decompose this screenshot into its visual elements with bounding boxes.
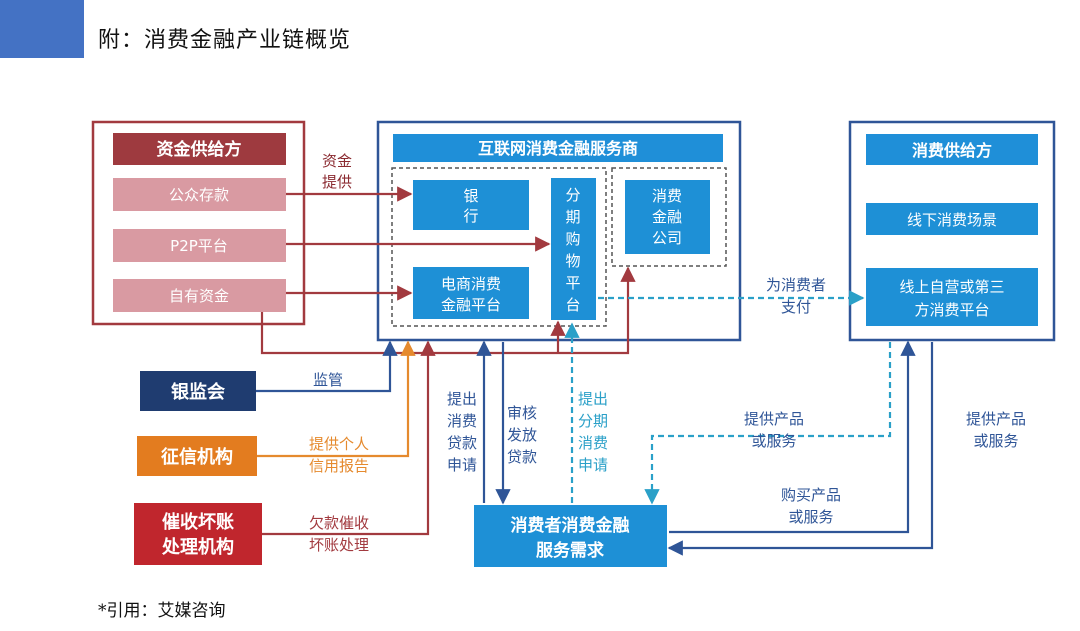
source-citation: *引用：艾媒咨询 (98, 601, 226, 621)
label-provide-mid-1: 提供产品 (744, 410, 804, 428)
installment-platform-box (551, 178, 596, 320)
ecommerce-label-1: 电商消费 (441, 275, 501, 293)
arrow-cbrc-supervise (256, 340, 398, 393)
label-inst-apply-4: 申请 (578, 456, 608, 474)
installment-char-2: 期 (565, 208, 580, 226)
label-inst-apply-1: 提出 (578, 390, 608, 408)
funds-supplier-title: 资金供给方 (157, 139, 242, 160)
label-credit-1: 提供个人 (309, 435, 369, 453)
own-funds-label: 自有资金 (169, 287, 229, 305)
regulator-boxes: 银监会 征信机构 催收坏账 处理机构 (134, 371, 262, 565)
label-buy-1: 购买产品 (781, 486, 841, 504)
service-provider-title: 互联网消费金融服务商 (478, 139, 638, 158)
bank-box (413, 180, 529, 230)
cbrc-box (140, 371, 256, 411)
cf-company-label-2: 金融 (652, 208, 682, 226)
label-review-1: 审核 (507, 404, 537, 422)
consumption-supplier-group: 消费供给方 线下消费场景 线上自营或第三 方消费平台 (848, 120, 1056, 342)
consumer-finance-dashed-group (611, 167, 727, 267)
p2p-platform-box (113, 229, 286, 262)
public-deposit-box (113, 178, 286, 211)
label-pay-1: 为消费者 (766, 276, 826, 294)
collection-label-2: 处理机构 (161, 536, 234, 558)
label-funds-2: 提供 (322, 173, 352, 191)
arrow-collection (262, 340, 436, 536)
title-accent-bar (0, 0, 84, 58)
collection-label-1: 催收坏账 (162, 511, 234, 533)
arrow-buy-products (669, 340, 916, 534)
label-inst-apply-2: 分期 (578, 412, 608, 430)
installment-char-3: 购 (565, 230, 580, 248)
offline-scene-box (866, 203, 1038, 235)
public-deposit-label: 公众存款 (169, 186, 229, 204)
online-platform-label-1: 线上自营或第三 (899, 278, 1004, 296)
installment-char-1: 分 (565, 186, 580, 204)
label-review-3: 贷款 (507, 448, 537, 466)
label-inst-apply-3: 消费 (578, 434, 608, 452)
offline-scene-label: 线下消费场景 (907, 211, 997, 229)
label-collect-2: 坏账处理 (309, 536, 369, 554)
label-collect-1: 欠款催收 (309, 514, 369, 532)
consumer-demand-box (474, 505, 667, 567)
funds-supplier-group: 资金供给方 公众存款 P2P平台 自有资金 (91, 120, 306, 326)
label-review-2: 发放 (507, 426, 537, 444)
cf-company-label-3: 公司 (652, 229, 682, 247)
arrow-provide-products (667, 342, 934, 556)
own-funds-box (113, 279, 286, 312)
consumption-supplier-title-box (866, 134, 1038, 165)
label-supervise: 监管 (313, 371, 343, 389)
bank-label-1: 银 (463, 187, 478, 205)
cf-company-label-1: 消费 (652, 187, 682, 205)
consumer-demand-label-2: 服务需求 (536, 540, 604, 561)
label-credit-2: 信用报告 (309, 457, 369, 475)
label-loan-apply-2: 消费 (447, 412, 477, 430)
label-provide-mid-2: 或服务 (751, 432, 796, 450)
collection-agency-box (134, 503, 262, 565)
arrow-credit-report (257, 340, 416, 458)
online-platform-box (866, 268, 1038, 326)
ecommerce-label-2: 金融平台 (441, 296, 501, 314)
label-loan-apply-1: 提出 (447, 390, 477, 408)
connector-arrows (256, 186, 934, 556)
label-provide-right-2: 或服务 (973, 432, 1018, 450)
cbrc-label: 银监会 (171, 381, 225, 403)
label-buy-2: 或服务 (788, 508, 833, 526)
arrow-ownfunds-to-cfcompany (260, 266, 636, 355)
credit-agency-box (137, 436, 257, 476)
label-pay-2: 支付 (781, 298, 811, 316)
p2p-platform-label: P2P平台 (170, 237, 228, 255)
installment-char-4: 物 (565, 252, 580, 270)
consumer-demand-label-1: 消费者消费金融 (511, 515, 630, 536)
label-loan-apply-3: 贷款 (447, 434, 477, 452)
label-loan-apply-4: 申请 (447, 456, 477, 474)
ecommerce-finance-box (413, 267, 529, 319)
installment-char-5: 平 (565, 274, 580, 292)
credit-agency-label: 征信机构 (161, 446, 233, 468)
edge-labels: 资金 提供 为消费者 支付 监管 提供个人 信用报告 欠款催收 坏账处理 提出 … (309, 152, 1026, 554)
label-provide-right-1: 提供产品 (966, 410, 1026, 428)
bank-ecommerce-dashed-group (391, 167, 607, 327)
arrow-provide-products-dashed (644, 342, 892, 505)
installment-char-6: 台 (565, 296, 580, 314)
funds-supplier-title-box (113, 133, 286, 165)
service-provider-title-box (393, 134, 723, 162)
consumption-supplier-title: 消费供给方 (912, 141, 992, 160)
page-title: 附：消费金融产业链概览 (98, 28, 352, 53)
online-platform-label-2: 方消费平台 (914, 301, 989, 319)
label-funds-1: 资金 (322, 152, 352, 170)
bank-label-2: 行 (463, 207, 478, 225)
consumer-demand-group: 消费者消费金融 服务需求 (474, 505, 667, 567)
consumer-finance-company-box (625, 180, 710, 254)
service-provider-group: 互联网消费金融服务商 银 行 电商消费 金融平台 分 期 购 物 平 台 消费 … (376, 120, 742, 342)
